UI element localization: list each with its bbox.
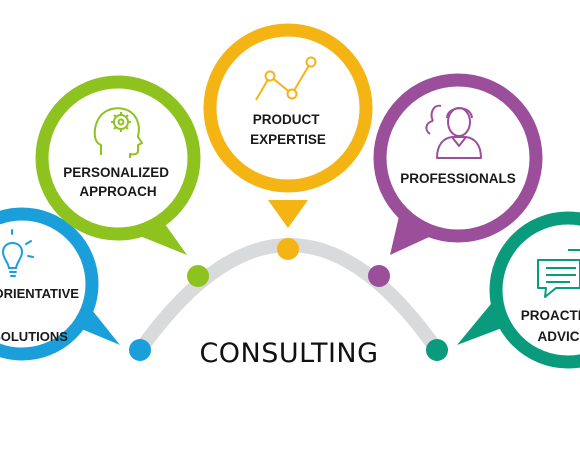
bubble-label: PROFESSIONALS <box>400 171 516 186</box>
bubble-orientative-solutions: ORIENTATIVE SOLUTIONS <box>0 207 120 361</box>
center-title: CONSULTING <box>199 338 378 369</box>
bubble-label: PROACTIVE ADVICE <box>521 308 580 344</box>
bubble-ring <box>489 211 580 369</box>
bubble-label: PRODUCT EXPERTISE <box>250 112 326 147</box>
arc-dot-product <box>277 238 299 260</box>
bubble-label-line-2: APPROACH <box>79 184 156 199</box>
bubble-label-line-1: PROACTIVE <box>521 308 580 323</box>
bubble-label-line-2: ADVICE <box>537 329 580 344</box>
line-chart-icon <box>255 56 317 101</box>
arc-dot-orientative <box>129 339 151 361</box>
bubble-proactive-advice: PROACTIVE ADVICE <box>457 211 580 369</box>
bubble-professionals: PROFESSIONALS <box>373 73 543 255</box>
bubble-personalized-approach: PERSONALIZED APPROACH <box>35 75 201 255</box>
lightbulb-icon <box>1 229 34 277</box>
bubble-ring <box>203 23 373 193</box>
bubble-ring <box>35 75 201 241</box>
arc-dot-proactive <box>426 339 448 361</box>
bubble-product-expertise: PRODUCT EXPERTISE <box>203 23 373 228</box>
bubble-label-line-2: EXPERTISE <box>250 132 326 147</box>
consulting-arc <box>133 238 444 357</box>
bubble-label-line-1: ORIENTATIVE <box>0 286 79 301</box>
bubble-label: PERSONALIZED APPROACH <box>63 165 173 199</box>
arc-dot-personalized <box>187 265 209 287</box>
bubble-pointer <box>390 212 440 255</box>
bubble-label: ORIENTATIVE SOLUTIONS <box>0 286 83 344</box>
bubble-label-line-1: PERSONALIZED <box>63 165 169 180</box>
bubble-ring <box>0 207 99 361</box>
bubble-label-line-1: PRODUCT <box>253 112 321 127</box>
bubble-pointer <box>268 200 308 228</box>
head-gear-icon <box>93 107 143 158</box>
arc-dot-professionals <box>368 265 390 287</box>
people-icon <box>425 104 482 159</box>
bubble-label-line-2: SOLUTIONS <box>0 329 68 344</box>
bubble-label-line-1: PROFESSIONALS <box>400 171 516 186</box>
chat-bubbles-icon <box>537 249 580 298</box>
